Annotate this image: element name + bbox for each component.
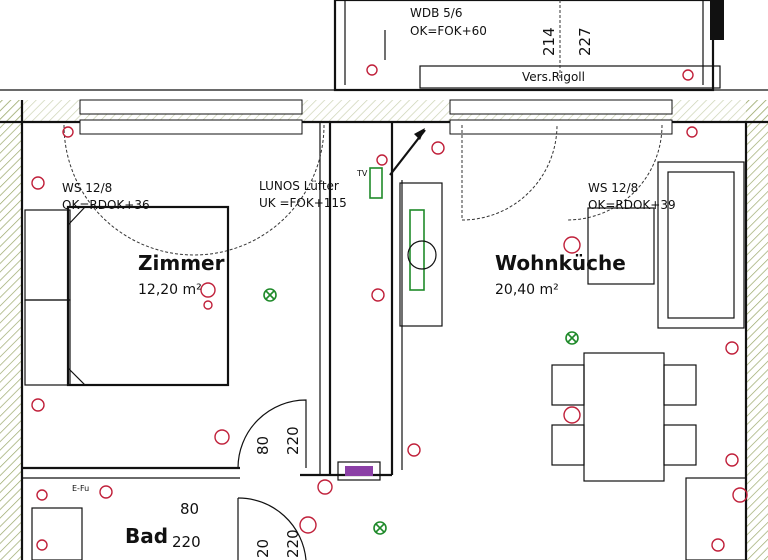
dim-80-upper: 80 [254,436,272,455]
ws-left-height-label: OK=RDOK+36 [62,198,150,212]
windows [79,99,673,135]
door-swings [63,124,663,560]
dim-80-lower: 80 [180,500,199,518]
wdb-label: WDB 5/6 [410,6,462,20]
lunos-height-label: UK =FOK+115 [259,196,347,210]
tv-label: TV [356,169,368,178]
dim-220-upper: 220 [284,426,302,455]
ws-right-height-label: OK=RDOK+39 [588,198,676,212]
e-fu-label: E-Fu [72,484,89,493]
dim-220-lower-vertical: 220 [284,529,302,558]
interior-walls [22,122,403,481]
room-area-wohnkuche: 20,40 m² [495,282,559,298]
room-area-zimmer: 12,20 m² [138,282,202,298]
exterior-walls [0,89,768,560]
vers-rigoll-label: Vers.Rigoll [522,70,585,84]
dim-20-lower: 20 [254,539,272,558]
ws-left-label: WS 12/8 [62,181,112,195]
kitchen-counter [399,182,443,327]
lunos-label: LUNOS Lüfter [259,179,339,193]
bath-fixtures [31,477,747,560]
airflow-arrow [389,128,426,176]
room-name-wohnkuche: Wohnküche [495,251,626,275]
dim-214: 214 [540,27,558,56]
dim-220-lower: 220 [172,533,201,551]
ws-right-label: WS 12/8 [588,181,638,195]
dining-table [551,352,697,482]
balcony [333,0,724,92]
room-name-bad: Bad [125,524,168,548]
room-name-zimmer: Zimmer [138,251,225,275]
wdb-height-label: OK=FOK+60 [410,24,487,38]
bed [24,205,230,387]
dim-227: 227 [576,27,594,56]
sofa [587,161,745,329]
ventilation-symbols [263,167,579,535]
electrical-symbols [31,64,748,552]
